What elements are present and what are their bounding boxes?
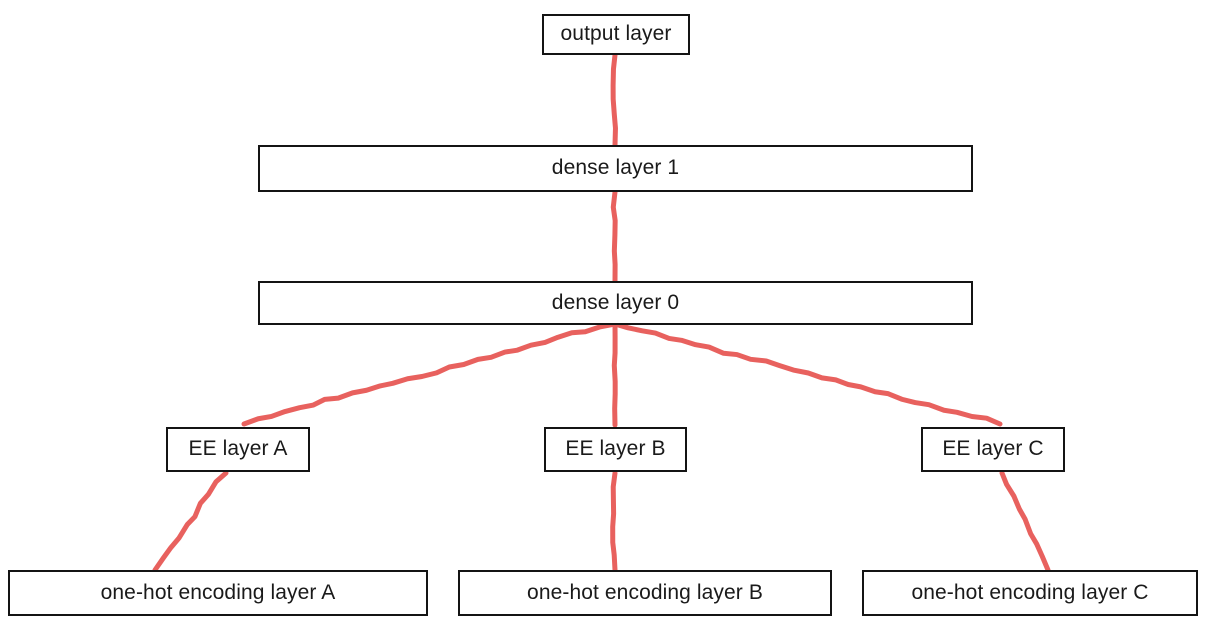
node-output-layer-label: output layer	[560, 22, 672, 45]
node-dense-layer-0-label: dense layer 0	[551, 290, 680, 314]
node-ee-layer-a[interactable]: EE layer A	[166, 427, 310, 472]
edge-dense0-to-dense1	[610, 189, 618, 284]
node-one-hot-encoding-layer-b[interactable]: one-hot encoding layer B	[458, 570, 832, 616]
node-one-hot-encoding-layer-c-label: one-hot encoding layer C	[911, 580, 1149, 604]
node-ee-layer-b[interactable]: EE layer B	[544, 427, 687, 472]
node-ee-layer-c-label: EE layer C	[942, 437, 1044, 460]
edge-dense1-to-output	[610, 52, 618, 148]
node-dense-layer-1-label: dense layer 1	[551, 156, 680, 179]
node-dense-layer-1[interactable]: dense layer 1	[258, 145, 973, 192]
edge-onehot-a-to-ee-a	[152, 470, 229, 573]
node-dense-layer-0[interactable]: dense layer 0	[258, 281, 973, 325]
node-ee-layer-c[interactable]: EE layer C	[921, 427, 1065, 472]
edge-onehot-c-to-ee-c	[999, 470, 1051, 573]
edge-onehot-b-to-ee-b	[610, 470, 618, 573]
node-ee-layer-b-label: EE layer B	[565, 437, 666, 460]
node-ee-layer-a-label: EE layer A	[188, 437, 288, 460]
node-one-hot-encoding-layer-b-label: one-hot encoding layer B	[527, 580, 763, 604]
node-output-layer[interactable]: output layer	[542, 14, 690, 55]
edge-ee-c-to-dense0	[612, 321, 1003, 427]
edge-ee-a-to-dense0	[241, 321, 618, 427]
node-one-hot-encoding-layer-c[interactable]: one-hot encoding layer C	[862, 570, 1198, 616]
node-one-hot-encoding-layer-a-label: one-hot encoding layer A	[100, 580, 336, 604]
edge-ee-b-to-dense0	[611, 321, 618, 428]
node-one-hot-encoding-layer-a[interactable]: one-hot encoding layer A	[8, 570, 428, 616]
